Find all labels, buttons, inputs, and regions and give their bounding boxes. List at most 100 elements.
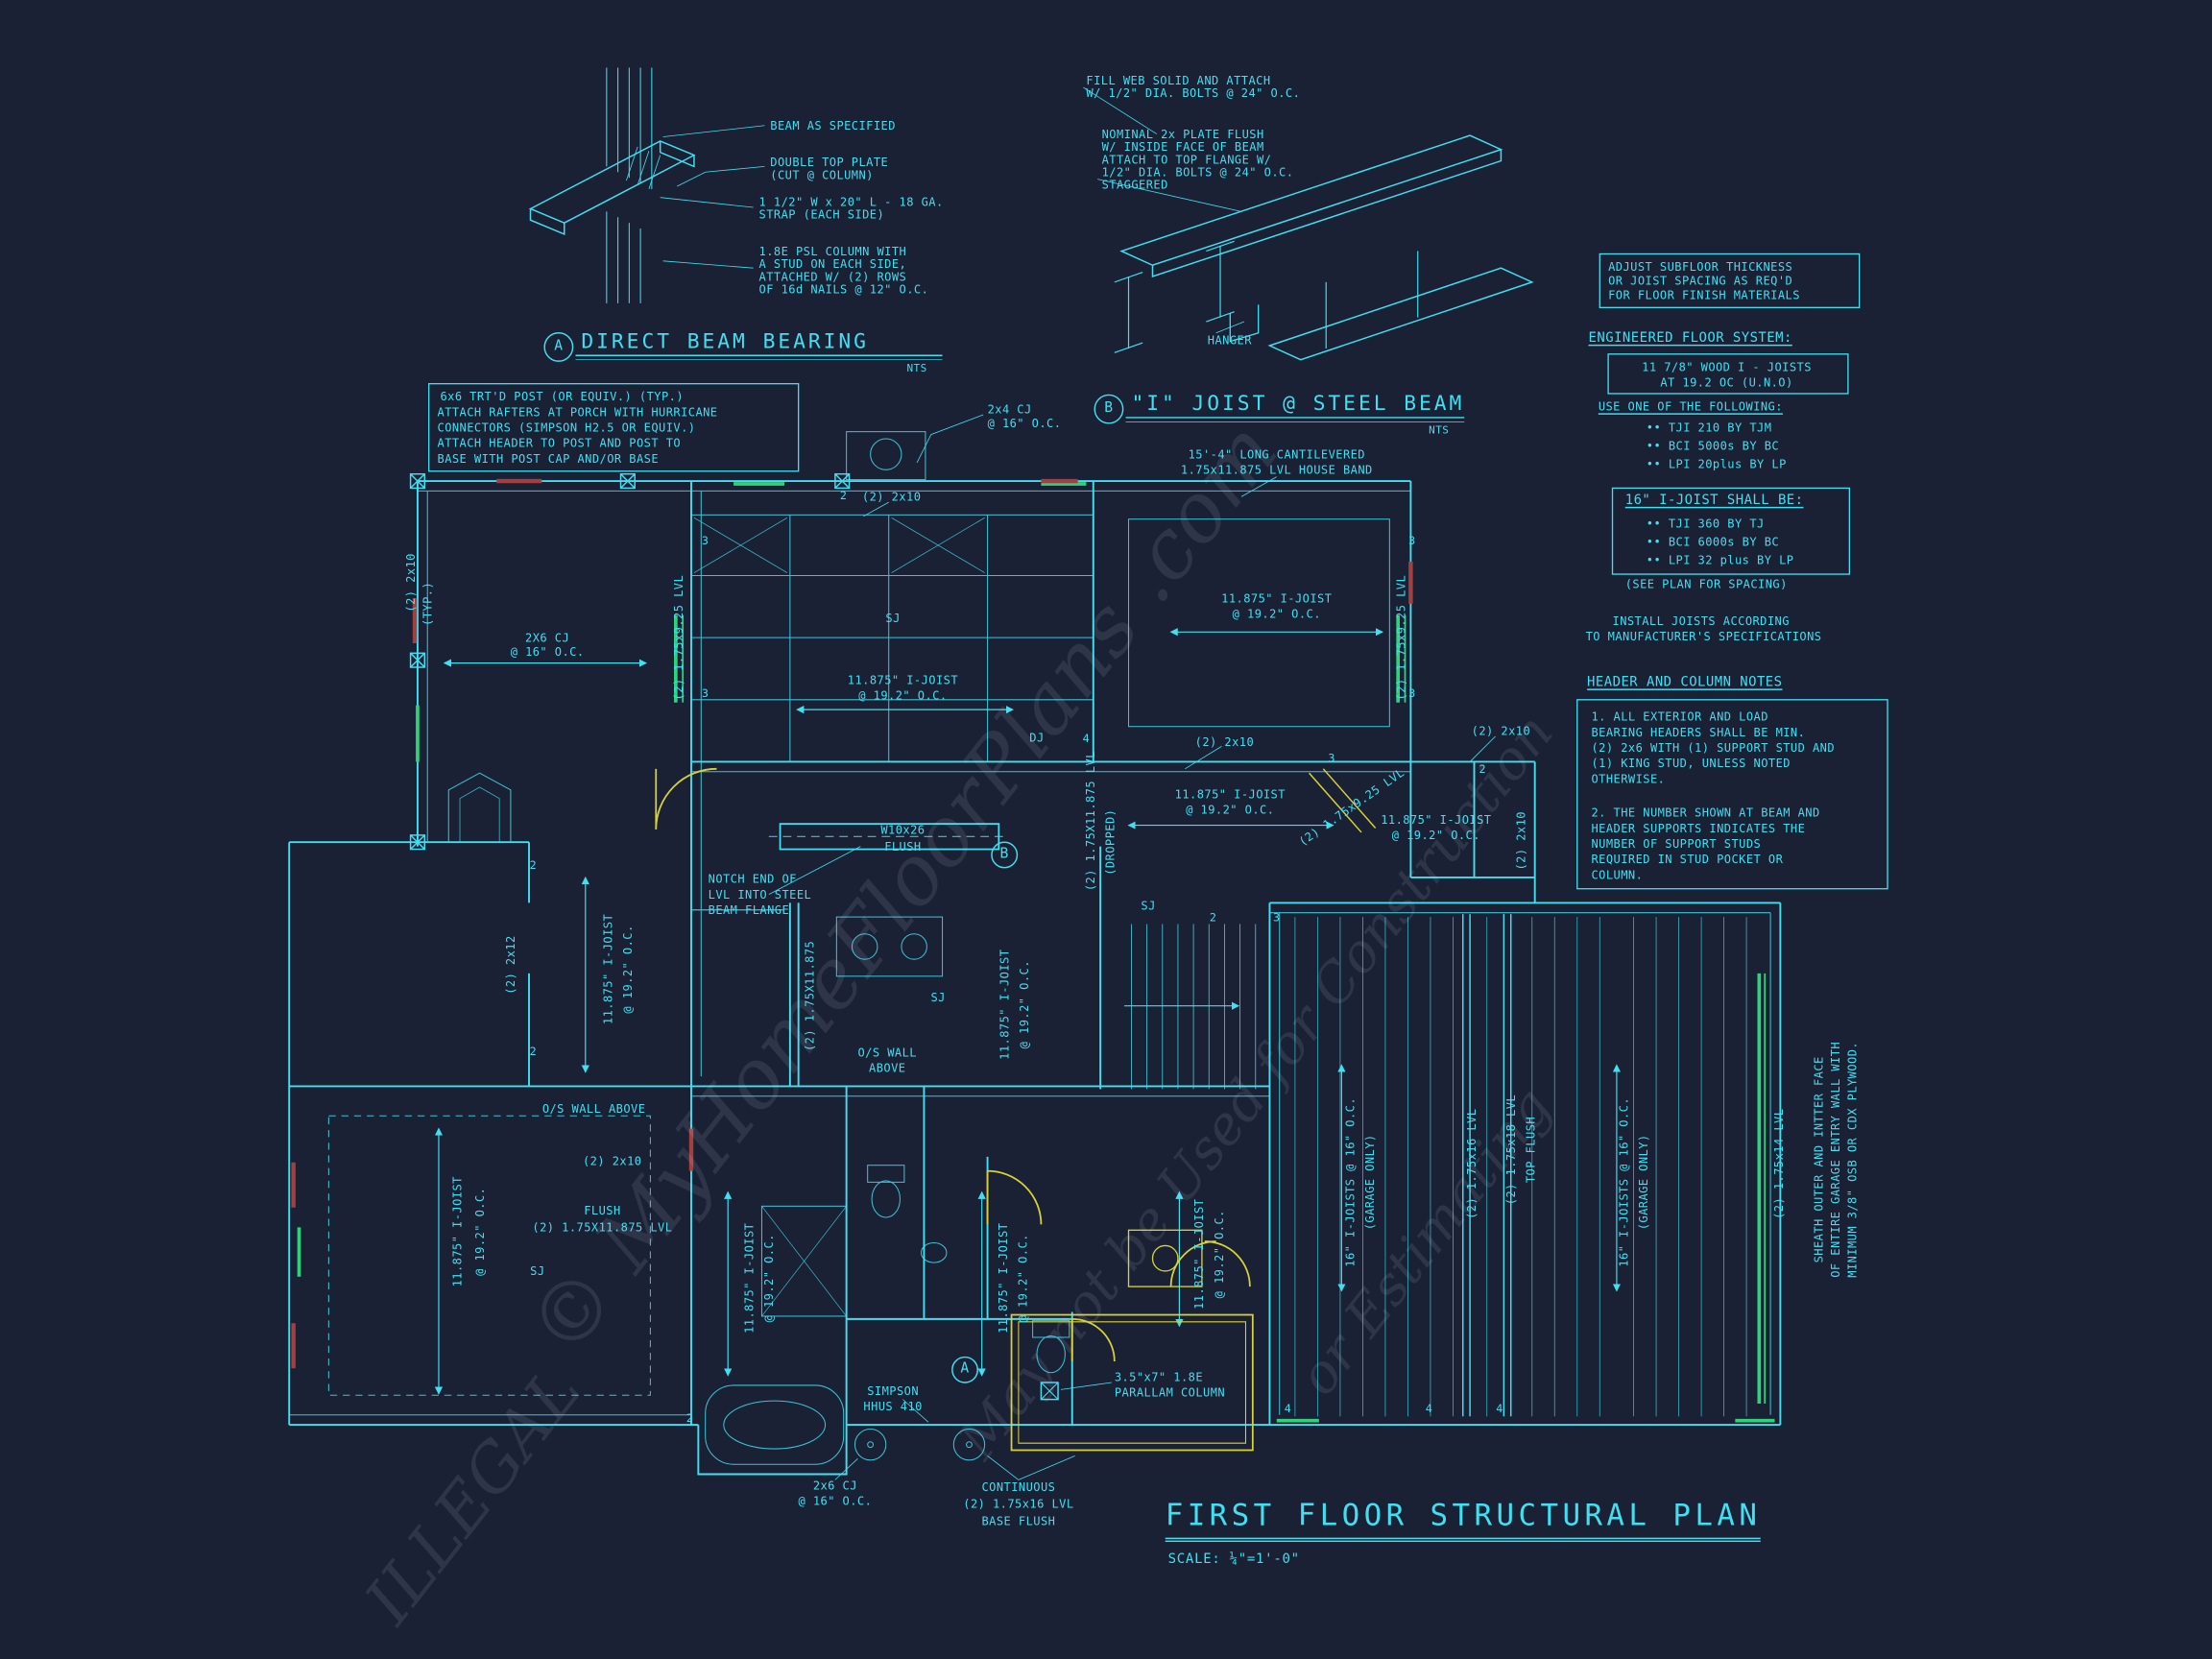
interior-lines xyxy=(289,431,1771,1465)
plan-label: SJ xyxy=(1141,898,1156,913)
plan-label: (SEE PLAN FOR SPACING) xyxy=(1624,576,1788,591)
plan-label: (2) 2x10 xyxy=(403,553,418,613)
plan-label: •• TJI 360 BY TJ xyxy=(1646,516,1765,531)
plan-label: @ 19.2" O.C. xyxy=(620,925,636,1014)
plan-label: SJ xyxy=(530,1263,545,1279)
plan-label: (TYP.) xyxy=(420,581,435,626)
detail-a-ref: A xyxy=(960,1360,970,1378)
plan-label: 3.5"x7" 1.8E xyxy=(1114,1369,1204,1384)
plan-label: @ 16" O.C. xyxy=(510,644,585,660)
plan-label: @ 19.2" O.C. xyxy=(761,1234,777,1323)
plan-label: W/ 1/2" DIA. BOLTS @ 24" O.C. xyxy=(1086,85,1301,101)
plan-label: HANGER xyxy=(1207,332,1252,348)
plan-label: (2) 2x10 xyxy=(1471,723,1531,738)
plan-label: 4 xyxy=(1284,1402,1292,1415)
plan-label: 2x4 CJ xyxy=(987,401,1032,417)
plan-label: (DROPPED) xyxy=(1102,808,1118,876)
plan-label: NOTCH END OF xyxy=(708,871,797,886)
plan-label: LVL INTO STEEL xyxy=(708,887,812,902)
plan-label: @ 16" O.C. xyxy=(987,416,1062,431)
plan-label: 1.75x11.875 LVL HOUSE BAND xyxy=(1180,462,1373,477)
plan-label: 3 xyxy=(701,534,709,548)
plan-label: @ 19.2" O.C. xyxy=(472,1187,487,1276)
plan-label: 11.875" I-JOIST xyxy=(741,1222,757,1334)
plan-label: TO MANUFACTURER'S SPECIFICATIONS xyxy=(1585,629,1822,643)
plan-label: 2 xyxy=(1479,762,1487,777)
plan-label: @ 19.2" O.C. xyxy=(858,687,948,703)
plan-label: CONNECTORS (SIMPSON H2.5 OR EQUIV.) xyxy=(437,420,696,435)
plan-label: 11.875" I-JOIST xyxy=(996,1222,1010,1334)
plan-label: W/ INSIDE FACE OF BEAM xyxy=(1101,139,1264,155)
plan-label: 11.875" I-JOIST xyxy=(1174,786,1286,802)
plan-label: 1.8E PSL COLUMN WITH xyxy=(758,244,907,258)
detail-b-ref: B xyxy=(999,846,1009,862)
plan-label: FLUSH xyxy=(584,1203,621,1217)
plan-label: HEADER AND COLUMN NOTES xyxy=(1587,674,1783,690)
plan-label: 15'-4" LONG CANTILEVERED xyxy=(1188,446,1366,462)
plan-label: (GARAGE ONLY) xyxy=(1636,1134,1651,1231)
plan-label: BASE FLUSH xyxy=(981,1513,1056,1528)
plan-label: NUMBER OF SUPPORT STUDS xyxy=(1591,836,1762,851)
plan-label: (2) 1.75x9.25 LVL xyxy=(671,574,685,701)
plan-label: ATTACH HEADER TO POST AND POST TO xyxy=(437,435,682,450)
plan-label: 11.875" I-JOIST xyxy=(449,1176,465,1287)
plan-label: (2) 2x10 xyxy=(861,489,922,504)
plan-label: NTS xyxy=(1429,423,1450,437)
plan-label: •• BCI 5000s BY BC xyxy=(1646,438,1780,453)
plan-label: OR JOIST SPACING AS REQ'D xyxy=(1608,273,1793,288)
green-lvl-accents xyxy=(297,482,1775,1423)
plan-label: 2 xyxy=(529,1045,538,1059)
plan-label: STAGGERED xyxy=(1101,177,1168,192)
plan-label: W10x26 xyxy=(880,822,926,837)
plan-label: 3 xyxy=(1273,911,1281,925)
plan-label: BASE WITH POST CAP AND/OR BASE xyxy=(437,451,660,466)
plan-label: O/S WALL xyxy=(857,1045,917,1060)
detail-a-title: DIRECT BEAM BEARING xyxy=(581,330,869,354)
plan-label: 2X6 CJ xyxy=(525,630,570,645)
plan-label: CONTINUOUS xyxy=(981,1479,1056,1494)
plan-label: OTHERWISE. xyxy=(1591,771,1666,786)
sheet-title: FIRST FLOOR STRUCTURAL PLAN xyxy=(1165,1498,1762,1543)
plan-label: 11.875" I-JOIST xyxy=(1221,590,1333,606)
plan-label: ENGINEERED FLOOR SYSTEM: xyxy=(1588,330,1792,347)
plan-label: BEAM FLANGE xyxy=(708,902,790,917)
plan-label: 2 xyxy=(529,858,538,873)
plan-label: SHEATH OUTER AND INTTER FACE xyxy=(1811,1056,1826,1263)
title-block: FIRST FLOOR STRUCTURAL PLAN xyxy=(1165,1498,1762,1543)
plan-label: (1) KING STUD, UNLESS NOTED xyxy=(1591,756,1791,771)
plan-label: MINIMUM 3/8" OSB OR CDX PLYWOOD. xyxy=(1844,1041,1860,1278)
detail-b-sketch xyxy=(951,134,1534,1383)
plan-label: HEADER SUPPORTS INDICATES THE xyxy=(1591,821,1806,835)
plan-label: (2) 1.75X11.875 LVL xyxy=(1083,751,1098,892)
plan-label: A STUD ON EACH SIDE, xyxy=(758,256,907,271)
plan-label: 16" I-JOISTS @ 16" O.C. xyxy=(1616,1096,1631,1267)
plan-label: (2) 1.75x16 LVL xyxy=(963,1496,1074,1511)
plan-label: OF ENTIRE GARAGE ENTRY WALL WITH xyxy=(1828,1041,1842,1278)
plan-label: 4 xyxy=(1425,1402,1433,1415)
plan-label: 16" I-JOISTS @ 16" O.C. xyxy=(1342,1096,1358,1267)
plan-label: @ 19.2" O.C. xyxy=(1232,606,1321,621)
sheet-scale: SCALE: ¼"=1'-0" xyxy=(1167,1551,1300,1568)
plan-label: (2) 1.75x9.25 LVL xyxy=(1393,574,1408,701)
plan-label: 11.875" I-JOIST xyxy=(1191,1198,1207,1310)
plan-label: @ 19.2" O.C. xyxy=(1391,828,1480,843)
plan-label: @ 19.2" O.C. xyxy=(1212,1210,1226,1299)
plan-label: ATTACHED W/ (2) ROWS xyxy=(758,269,907,284)
plan-label: (2) 1.75x14 LVL xyxy=(1771,1108,1787,1219)
plan-label: DJ xyxy=(1029,730,1045,745)
red-window-markers xyxy=(291,478,1413,1369)
plan-label: 2. THE NUMBER SHOWN AT BEAM AND xyxy=(1591,805,1820,820)
plan-label: 4 xyxy=(1496,1402,1503,1415)
plan-label: SIMPSON xyxy=(867,1383,920,1399)
plan-label: 3 xyxy=(701,686,709,700)
plan-label: (2) 2x10 xyxy=(582,1153,642,1168)
plan-label: FILL WEB SOLID AND ATTACH xyxy=(1086,73,1271,87)
plan-label: 11.875" I-JOIST xyxy=(1381,812,1492,827)
plan-label: 16" I-JOIST SHALL BE: xyxy=(1624,493,1804,509)
plan-label: @ 19.2" O.C. xyxy=(1015,1234,1030,1323)
plan-label: •• TJI 210 BY TJM xyxy=(1646,420,1772,435)
plan-label: (2) 2x10 xyxy=(1513,811,1528,871)
